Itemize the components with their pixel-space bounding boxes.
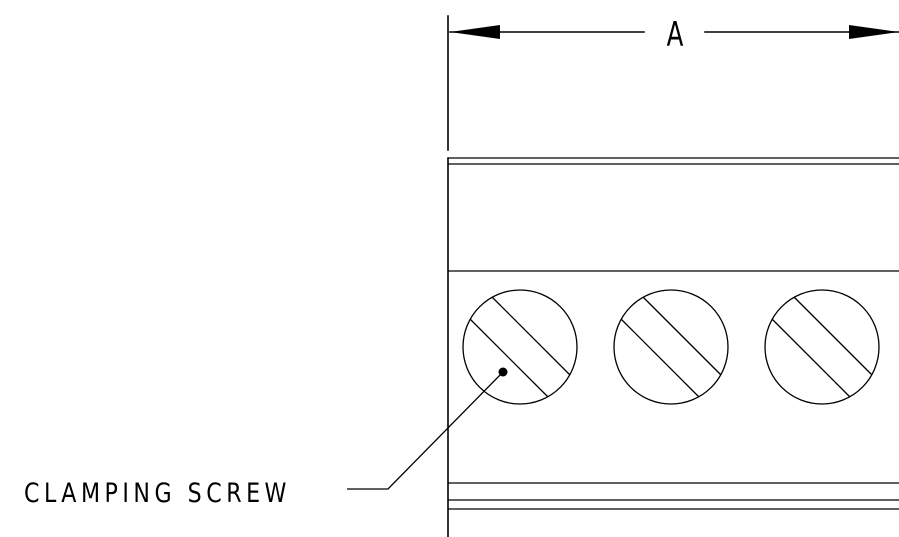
callout-label: CLAMPING SCREW xyxy=(24,477,291,509)
screw-slot-line xyxy=(771,318,851,398)
screw-slot-line xyxy=(491,296,571,376)
screw-head-circle xyxy=(462,289,578,405)
terminal-block-body xyxy=(447,157,899,537)
clamping-screw-3 xyxy=(764,289,880,405)
screw-head-circle xyxy=(613,289,729,405)
screw-head-circle xyxy=(764,289,880,405)
screw-slot-line xyxy=(469,318,549,398)
dimension-arrow-right xyxy=(849,25,899,39)
screw-slot-line xyxy=(642,296,722,376)
dimension-a: A xyxy=(447,15,899,151)
screw-slot-line xyxy=(793,296,873,376)
clamping-screw-callout: CLAMPING SCREW xyxy=(24,371,504,509)
dimension-arrow-left xyxy=(450,25,500,39)
dimension-label: A xyxy=(667,15,684,54)
screw-slot-line xyxy=(620,318,700,398)
clamping-screw-2 xyxy=(613,289,729,405)
callout-leader-line xyxy=(347,371,504,490)
clamping-screw-1 xyxy=(462,289,578,405)
